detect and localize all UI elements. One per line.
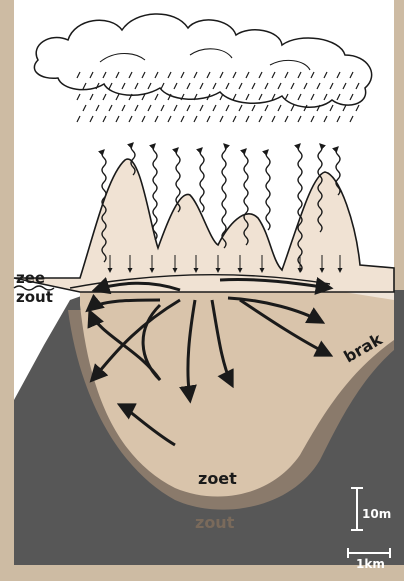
label-sea: zee [16, 269, 45, 287]
label-salt-top: zout [16, 288, 53, 306]
scale-horizontal-label: 1km [356, 557, 385, 571]
label-fresh: zoet [198, 469, 237, 488]
scale-vertical-label: 10m [362, 507, 391, 521]
label-salt-bottom: zout [195, 513, 235, 532]
